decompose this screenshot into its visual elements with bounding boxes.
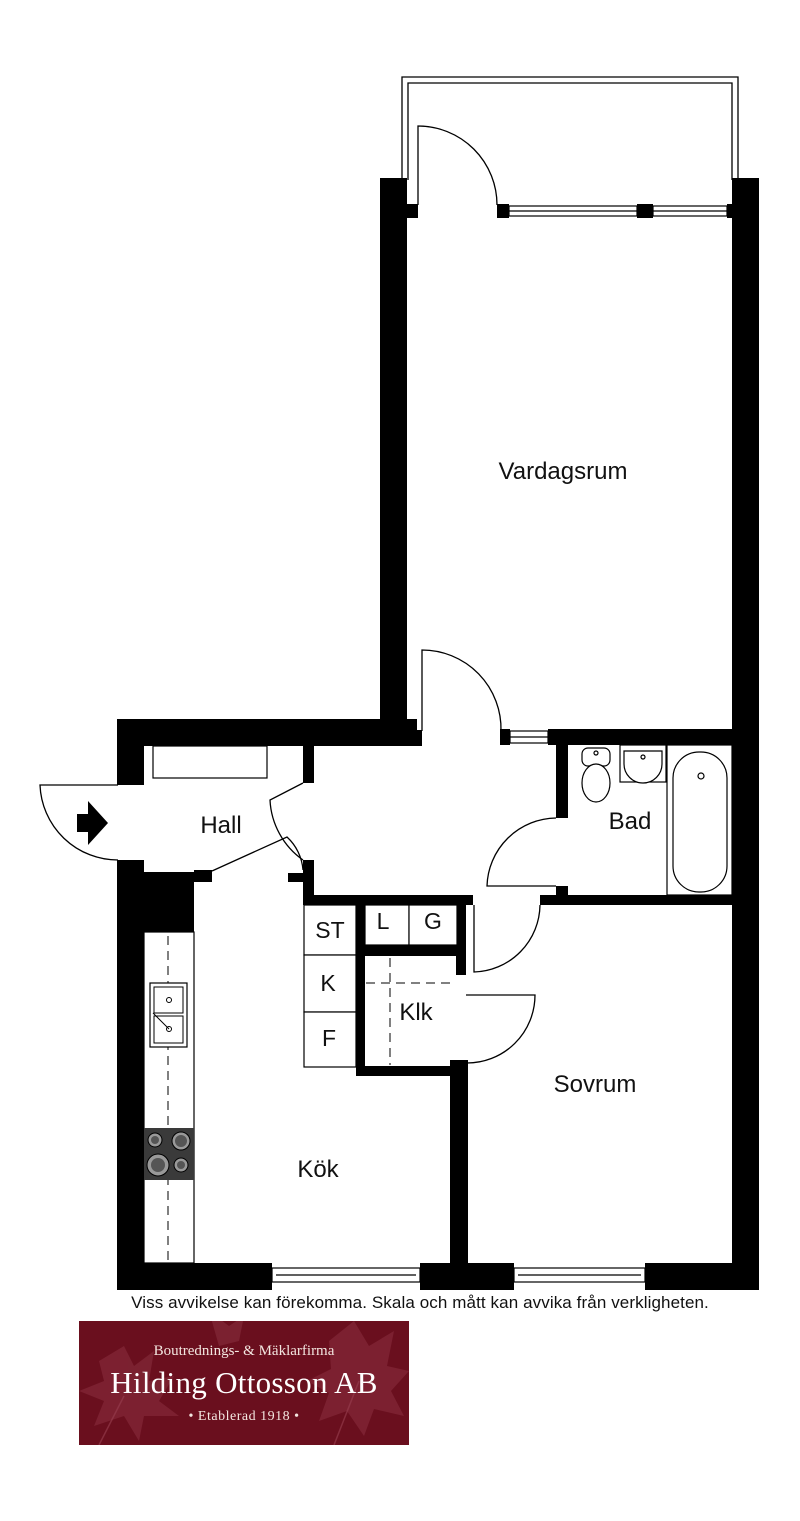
kitchen-counter — [143, 931, 195, 1264]
walls — [117, 178, 759, 1290]
logo-established: • Etablerad 1918 • — [188, 1409, 300, 1424]
windows — [271, 205, 728, 1283]
bathroom-fixtures — [581, 744, 733, 896]
fixture-label-g: G — [424, 908, 442, 934]
maple-leaf-icon — [79, 1321, 409, 1445]
disclaimer-text: Viss avvikelse kan förekomma. Skala och … — [131, 1293, 709, 1312]
room-label-sovrum: Sovrum — [554, 1071, 637, 1098]
room-label-hall: Hall — [200, 812, 241, 839]
stove-icon — [144, 1128, 194, 1180]
floor-plan: Vardagsrum Hall Bad Kök Sovrum Klk ST L … — [39, 76, 759, 1290]
fixture-label-k: K — [320, 970, 336, 996]
fixture-label-l: L — [377, 908, 390, 934]
fixture-label-f: F — [322, 1025, 336, 1051]
closet-lines — [366, 958, 455, 1065]
door-swings — [39, 125, 557, 1064]
hall-shelf — [152, 745, 268, 779]
logo-company-name: Hilding Ottosson AB — [110, 1365, 378, 1400]
room-label-vardagsrum: Vardagsrum — [499, 458, 628, 485]
room-label-klk: Klk — [399, 999, 433, 1026]
room-label-kok: Kök — [297, 1156, 339, 1183]
cabinets — [303, 904, 458, 1068]
fixture-label-st: ST — [315, 917, 344, 943]
room-label-bad: Bad — [609, 808, 652, 835]
logo-tagline: Boutrednings- & Mäklarfirma — [153, 1343, 335, 1359]
company-logo: Boutrednings- & Mäklarfirma Hilding Otto… — [79, 1321, 409, 1445]
balcony — [401, 76, 739, 180]
entrance-arrow-icon — [77, 801, 108, 845]
